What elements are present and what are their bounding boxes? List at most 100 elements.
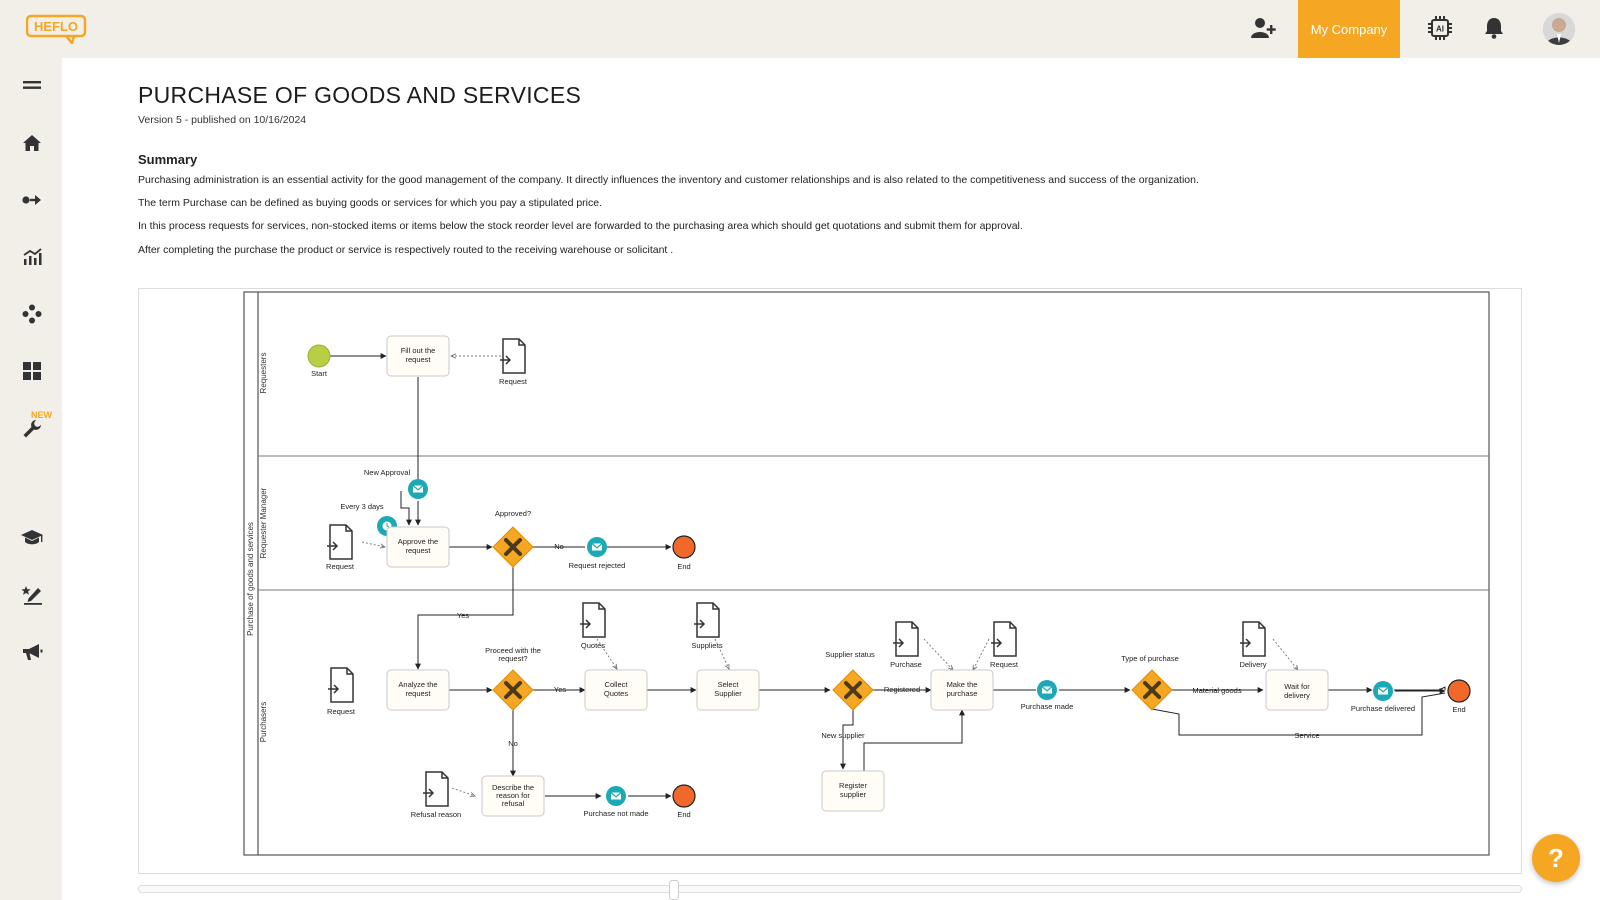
summary-paragraph: Purchasing administration is an essentia… [138,174,1199,186]
svg-text:Describe the: Describe the [492,783,534,792]
my-company-button[interactable]: My Company [1298,0,1400,58]
home-icon[interactable] [19,130,45,156]
task-make-purchase[interactable]: Make the purchase [930,669,994,711]
star-edit-icon[interactable] [19,582,45,608]
material-goods-label: Material goods [1192,686,1241,695]
dashboard-icon[interactable] [19,358,45,384]
ai-chip-icon[interactable]: AI [1426,14,1454,42]
document-icon[interactable] [1239,621,1266,657]
request-rejected-label: Request rejected [569,561,626,570]
svg-text:Quotes: Quotes [604,689,628,698]
document-icon[interactable] [990,621,1017,657]
svg-text:Wait for: Wait for [1284,682,1310,691]
summary-paragraph: After completing the purchase the produc… [138,244,674,256]
summary-paragraph: The term Purchase can be defined as buyi… [138,197,603,209]
document-icon[interactable] [499,338,526,374]
summary-heading: Summary [138,152,198,167]
new-badge: NEW [31,410,52,420]
document-icon[interactable] [579,602,606,638]
request-doc-label: Request [327,707,356,716]
refusal-reason-label: Refusal reason [411,810,461,819]
exclusive-gateway[interactable] [491,668,535,712]
exclusive-gateway[interactable] [1130,668,1174,712]
svg-text:request: request [405,546,431,555]
add-user-icon[interactable] [1250,14,1278,42]
yes-label: Yes [554,685,566,694]
top-bar: HEFLO My Company AI [0,0,1600,58]
end-event[interactable] [1447,679,1471,703]
sidebar: NEW [0,58,62,900]
integrations-icon[interactable] [19,301,45,327]
help-button[interactable]: ? [1532,834,1580,882]
bell-icon[interactable] [1480,14,1508,42]
horizontal-scrollbar[interactable] [138,880,1522,900]
svg-text:Supplier: Supplier [714,689,742,698]
document-icon[interactable] [326,524,353,560]
menu-icon[interactable] [19,72,45,98]
svg-text:request: request [405,355,431,364]
wrench-icon[interactable] [19,416,45,442]
message-event[interactable] [408,479,428,499]
yes-label: Yes [457,611,469,620]
task-wait-delivery[interactable]: Wait for delivery [1265,669,1329,711]
ai-label: AI [1436,25,1444,34]
purchase-not-made-label: Purchase not made [583,809,648,818]
svg-text:Select: Select [718,680,740,689]
request-doc-label: Request [326,562,355,571]
process-flow-icon[interactable] [19,187,45,213]
supplier-status-label: Supplier status [825,650,875,659]
exclusive-gateway[interactable] [491,525,535,569]
start-label: Start [311,369,328,378]
svg-text:refusal: refusal [502,799,525,808]
pool-label: Purchase of goods and services [246,522,255,636]
svg-text:supplier: supplier [840,790,867,799]
svg-text:Fill out the: Fill out the [401,346,436,355]
exclusive-gateway[interactable] [831,668,875,712]
no-label: No [508,739,518,748]
task-analyze-request[interactable]: Analyze the request [386,669,450,711]
svg-text:reason for: reason for [496,791,530,800]
process-diagram[interactable]: Purchase of goods and services Requester… [138,288,1522,874]
svg-text:delivery: delivery [1284,691,1310,700]
end-event[interactable] [672,784,696,808]
delivery-doc-label: Delivery [1239,660,1266,669]
task-register-supplier[interactable]: Register supplier [821,770,885,812]
message-event[interactable] [587,537,607,557]
new-approval-label: New Approval [364,468,411,477]
svg-text:Collect: Collect [605,680,629,689]
heflo-logo[interactable]: HEFLO [25,14,88,46]
proceed-label: Proceed with the [485,646,541,655]
lane-label-requester-manager: Requester Manager [259,487,268,558]
proceed-label: request? [498,654,527,663]
user-avatar[interactable] [1543,13,1575,45]
document-icon[interactable] [422,771,449,807]
registered-label: Registered [884,685,920,694]
service-label: Service [1294,731,1319,740]
message-event[interactable] [1373,681,1393,701]
scrollbar-handle[interactable] [669,880,679,900]
svg-text:Make the: Make the [947,680,978,689]
task-collect-quotes[interactable]: Collect Quotes [584,669,648,711]
summary-paragraph: In this process requests for services, n… [138,220,1023,232]
start-event[interactable] [307,344,331,368]
message-event[interactable] [1037,680,1057,700]
analytics-icon[interactable] [19,244,45,270]
document-icon[interactable] [327,667,354,703]
task-select-supplier[interactable]: Select Supplier [696,669,760,711]
end-event[interactable] [672,535,696,559]
svg-text:purchase: purchase [947,689,978,698]
megaphone-icon[interactable] [19,639,45,665]
request-doc-label: Request [990,660,1019,669]
type-of-purchase-label: Type of purchase [1121,654,1179,663]
purchase-made-label: Purchase made [1021,702,1074,711]
task-approve-request[interactable]: Approve the request [386,526,450,568]
task-fill-request[interactable]: Fill out the request [386,335,450,377]
message-event[interactable] [606,786,626,806]
document-icon[interactable] [892,621,919,657]
approved-label: Approved? [495,509,531,518]
graduation-cap-icon[interactable] [19,525,45,551]
every-3-days-label: Every 3 days [340,502,384,511]
task-describe-reason[interactable]: Describe the reason for refusal [481,775,545,817]
purchase-delivered-label: Purchase delivered [1351,704,1415,713]
document-icon[interactable] [693,602,720,638]
